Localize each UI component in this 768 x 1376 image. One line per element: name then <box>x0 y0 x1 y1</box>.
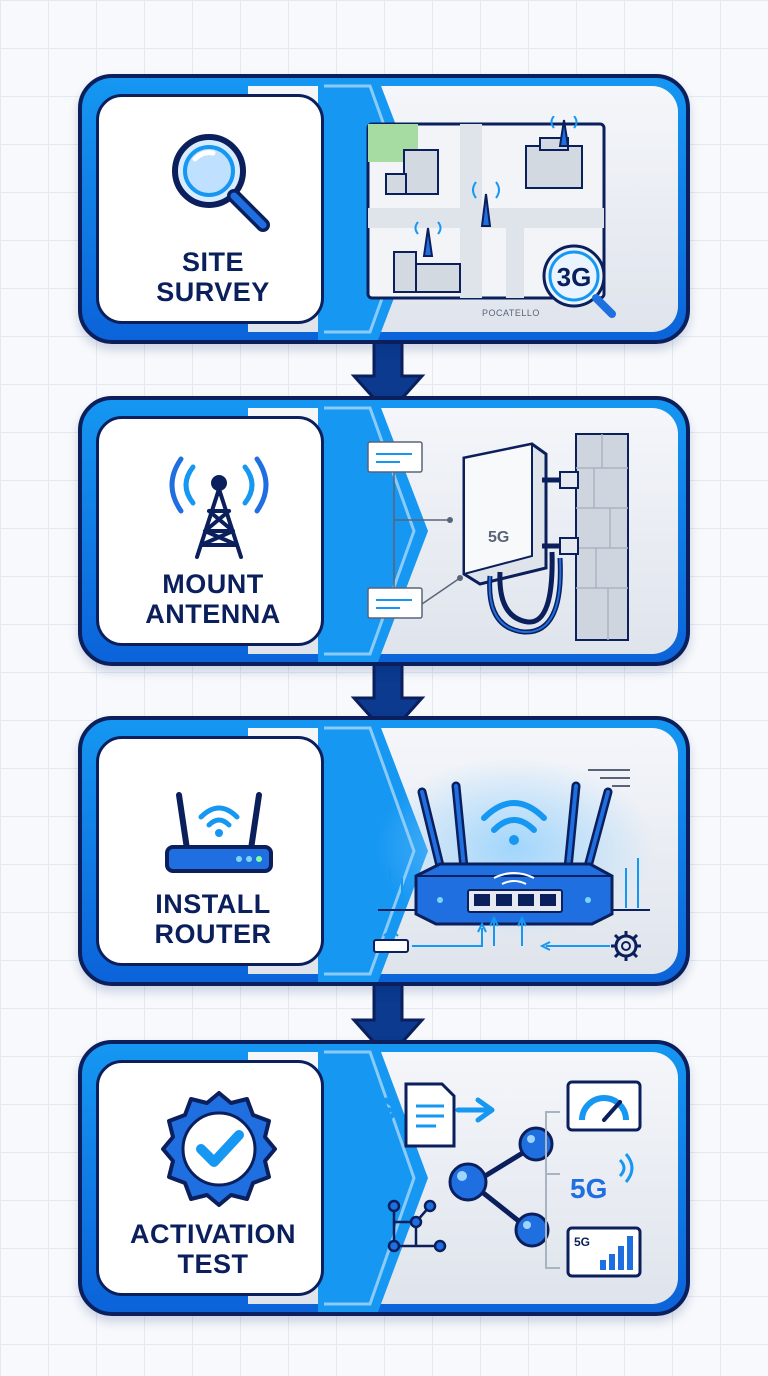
wall-antenna-illustration: 5G <box>367 433 629 641</box>
step-activation-test: ACTIVATION TEST <box>78 1040 690 1316</box>
step-label-card: SITE SURVEY <box>96 94 324 324</box>
city-map-illustration: 3G POCATELLO <box>366 116 616 318</box>
step-label-card: MOUNT ANTENNA <box>96 416 324 646</box>
gear-icon <box>611 931 641 961</box>
network-test-illustration: 5G 5G <box>364 1080 642 1278</box>
device-label: 5G <box>488 529 509 546</box>
step-title: ACTIVATION TEST <box>99 1219 327 1279</box>
wifi-router-icon <box>165 792 273 873</box>
step-mount-antenna: MOUNT ANTENNA 5G <box>78 396 690 666</box>
step-label-card: INSTALL ROUTER <box>96 736 324 966</box>
router-setup-illustration <box>373 758 654 961</box>
network-label: 5G <box>570 1173 607 1204</box>
step-install-router: INSTALL ROUTER <box>78 716 690 986</box>
map-badge: 3G <box>557 262 592 292</box>
title-line-2: TEST <box>177 1249 249 1279</box>
step-label-card: ACTIVATION TEST <box>96 1060 324 1296</box>
title-line-1: MOUNT <box>162 569 264 599</box>
magnifier-icon <box>172 134 270 232</box>
signal-strength-icon <box>566 1226 642 1278</box>
step-title: SITE SURVEY <box>99 247 327 307</box>
title-line-2: ROUTER <box>154 919 272 949</box>
step-site-survey: SITE SURVEY 3G <box>78 74 690 344</box>
step-title: INSTALL ROUTER <box>99 889 327 949</box>
small-router-icon <box>373 931 409 953</box>
title-line-1: INSTALL <box>155 889 271 919</box>
wifi-router-icon <box>414 781 614 926</box>
verified-badge-icon <box>161 1091 277 1207</box>
title-line-2: SURVEY <box>156 277 270 307</box>
circuit-icon <box>387 1199 447 1253</box>
map-caption: POCATELLO <box>482 308 540 318</box>
signal-label: 5G <box>574 1235 590 1249</box>
cell-tower-icon <box>169 456 269 559</box>
data-transfer-icon <box>364 1082 495 1148</box>
network-search-icon <box>542 244 616 318</box>
title-line-2: ANTENNA <box>145 599 281 629</box>
title-line-1: ACTIVATION <box>130 1219 296 1249</box>
speedometer-icon <box>566 1080 642 1132</box>
title-line-1: SITE <box>181 247 244 277</box>
step-title: MOUNT ANTENNA <box>99 569 327 629</box>
building-icon <box>385 137 583 293</box>
cell-tower-icon <box>414 116 578 257</box>
share-nodes-icon <box>448 1126 554 1248</box>
antenna-unit-icon <box>462 442 579 586</box>
